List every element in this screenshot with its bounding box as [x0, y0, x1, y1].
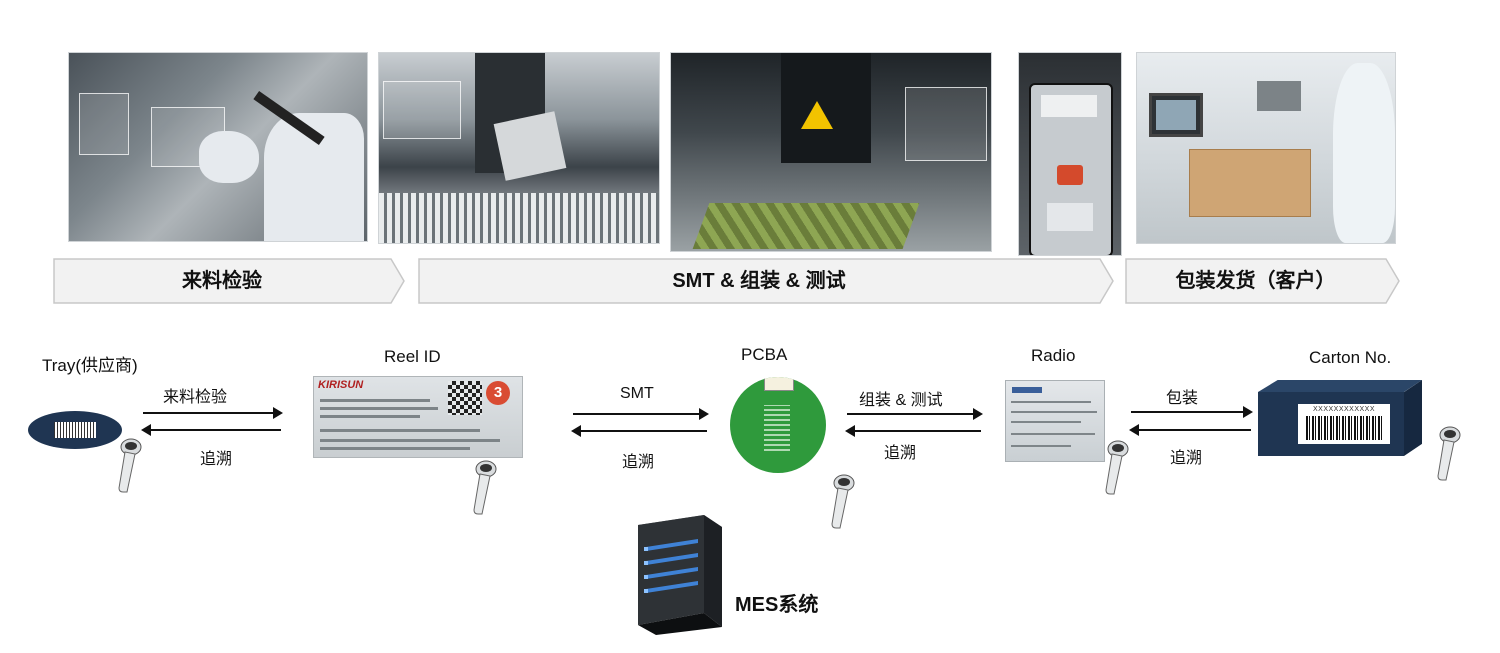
edge-forward-label: SMT [620, 385, 654, 402]
label-text-line [1011, 401, 1091, 403]
laser-warning-icon [801, 101, 833, 129]
scan-overlay [79, 93, 129, 155]
carton-box [1189, 149, 1311, 217]
nozzle-assembly [493, 111, 567, 181]
node-label-tray: Tray(供应商) [42, 356, 138, 375]
scan-overlay [383, 81, 461, 139]
board-notch [764, 377, 794, 391]
label-text-line [1011, 421, 1081, 423]
monitor-icon [1149, 93, 1203, 137]
barcode-icon [1306, 416, 1382, 440]
feeder-strip [379, 193, 659, 243]
arrow-right-icon [1131, 406, 1253, 418]
arrow-right-icon [143, 407, 283, 419]
stage-label: 来料检验 [182, 270, 262, 292]
pcba-board [730, 377, 826, 473]
radio-sticker [1047, 203, 1093, 231]
qr-code-icon [448, 381, 482, 415]
mes-system-label: MES系统 [735, 594, 819, 616]
photo-radio-device [1018, 52, 1122, 256]
stage-banner-shipping: 包装发货（客户） [1125, 258, 1400, 304]
edge-backward-label: 追溯 [884, 445, 917, 462]
edge-backward-label: 追溯 [200, 451, 233, 468]
label-text-line [1011, 433, 1095, 435]
carton-icon: XXXXXXXXXXXX [1258, 380, 1422, 456]
pcb-panel [692, 203, 920, 249]
operator [1333, 63, 1395, 243]
brand-logo [1012, 387, 1042, 393]
label-text-line [320, 439, 500, 442]
arrow-left-icon [1129, 424, 1251, 436]
arrow-right-icon [847, 408, 983, 420]
brand-logo: KIRISUN [318, 379, 364, 391]
server-icon [638, 515, 722, 635]
stage-label: 包装发货（客户） [1175, 270, 1336, 292]
scan-overlay [905, 87, 987, 161]
barcode-icon [54, 422, 96, 438]
barcode-scanner-icon [1105, 440, 1129, 495]
tray-icon [28, 411, 122, 449]
radio-label [1041, 95, 1097, 117]
stage-banner-smt: SMT & 组装 & 测试 [418, 258, 1114, 304]
stage-label: SMT & 组装 & 测试 [672, 270, 846, 292]
label-text-line [1011, 411, 1097, 413]
node-label-reel: Reel ID [384, 347, 441, 366]
node-label-carton: Carton No. [1309, 348, 1392, 367]
barcode-scanner-icon [831, 474, 855, 529]
arrow-right-icon [573, 408, 709, 420]
arrow-left-icon [845, 425, 981, 437]
radio-label-sticker [1005, 380, 1105, 462]
arrow-left-icon [571, 425, 707, 437]
node-label-pcba: PCBA [741, 345, 788, 364]
banner-arrow-shape [53, 258, 405, 304]
banner-arrow-shape [1125, 258, 1400, 304]
reel-label: KIRISUN 3 [313, 376, 523, 458]
edge-forward-label: 来料检验 [163, 389, 228, 406]
carton-side [1404, 380, 1422, 456]
reel-badge: 3 [486, 381, 510, 405]
barcode-scanner-icon [118, 438, 142, 493]
edge-forward-label: 组装 & 测试 [859, 392, 943, 409]
barcode-scanner-icon [1437, 426, 1461, 481]
arrow-left-icon [141, 424, 281, 436]
label-text-line [320, 429, 480, 432]
photo-packing [1136, 52, 1396, 244]
banner-arrow-shape [418, 258, 1114, 304]
carton-top [1258, 380, 1422, 392]
gloved-hand [199, 131, 259, 183]
scale-display [1257, 81, 1301, 111]
label-text-line [1011, 445, 1071, 447]
photo-incoming-inspection [68, 52, 368, 242]
barcode-text: XXXXXXXXXXXX [1312, 406, 1376, 413]
edge-backward-label: 追溯 [622, 454, 655, 471]
carton-barcode: XXXXXXXXXXXX [1298, 404, 1390, 444]
photo-smt-placement [378, 52, 660, 244]
label-text-line [320, 399, 430, 402]
edge-backward-label: 追溯 [1170, 450, 1203, 467]
label-text-line [320, 415, 420, 418]
label-text-line [320, 447, 470, 450]
node-label-radio: Radio [1031, 346, 1076, 365]
edge-forward-label: 包装 [1166, 390, 1199, 407]
barcode-scanner-icon [473, 460, 497, 515]
photo-smt-inspection [670, 52, 992, 252]
board-marking [764, 405, 790, 451]
red-button-icon [1057, 165, 1083, 185]
label-text-line [320, 407, 438, 410]
stage-banner-incoming: 来料检验 [53, 258, 405, 304]
